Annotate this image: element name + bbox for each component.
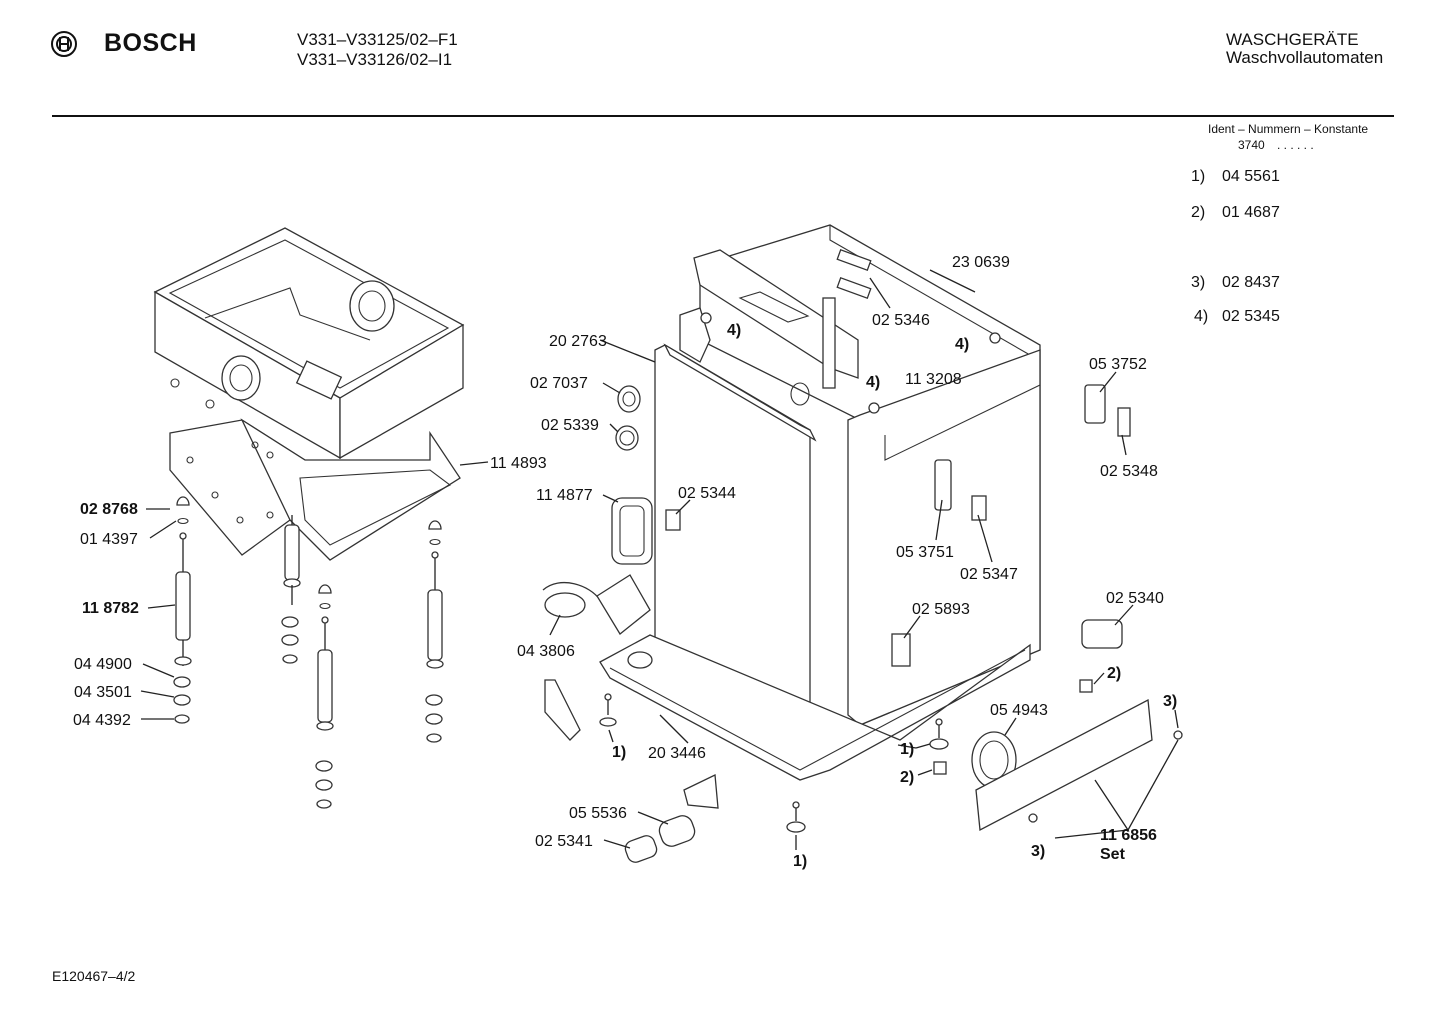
constant-value-2: 01 4687 [1222, 204, 1280, 221]
part-label-028768: 02 8768 [80, 501, 138, 518]
shock-absorber-2-drawing [281, 515, 301, 664]
part-label-025347: 02 5347 [960, 566, 1018, 583]
part-label-025339: 02 5339 [541, 417, 599, 434]
small-parts-drawing [542, 384, 1183, 863]
tub-assembly-drawing [153, 227, 465, 469]
constant-key-2: 2) [1191, 204, 1206, 221]
part-label-ref2-b: 2) [900, 769, 914, 786]
part-label-ref1-b: 1) [900, 741, 914, 758]
part-label-ref1-c: 1) [793, 853, 807, 870]
constant-value-1: 04 5561 [1222, 168, 1280, 185]
part-label-044392: 04 4392 [73, 712, 131, 729]
category-title: WASCHGERÄTE [1226, 30, 1359, 49]
part-label-053752: 05 3752 [1089, 356, 1147, 373]
brand-name: BOSCH [104, 29, 197, 57]
part-label-116856: 11 6856 [1100, 827, 1157, 844]
ident-label: Ident – Nummern – Konstante [1208, 122, 1369, 136]
part-label-114893: 11 4893 [490, 455, 547, 472]
part-label-043806: 04 3806 [517, 643, 575, 660]
part-label-113208: 11 3208 [905, 371, 962, 388]
part-labels: 23 0639 02 5346 20 2763 4) 4) 4) 11 3208… [73, 254, 1177, 870]
part-label-025346: 02 5346 [872, 312, 930, 329]
shock-absorber-3-drawing [315, 584, 334, 809]
part-label-054943: 05 4943 [990, 702, 1048, 719]
leader-lines [140, 269, 1179, 850]
header-divider [52, 115, 1394, 117]
part-label-114877: 11 4877 [536, 487, 593, 504]
part-label-027037: 02 7037 [530, 375, 588, 392]
bosch-logo-icon [50, 30, 78, 63]
part-label-203446: 20 3446 [648, 745, 706, 762]
ident-dots: . . . . . . [1277, 138, 1314, 152]
part-label-ref2-a: 2) [1107, 665, 1121, 682]
part-label-ref3-b: 3) [1031, 843, 1045, 860]
part-label-014397: 01 4397 [80, 531, 138, 548]
constant-value-3: 02 8437 [1222, 274, 1280, 291]
shock-absorber-4-drawing [425, 520, 444, 743]
shock-absorber-1-drawing [173, 496, 192, 724]
part-label-ref1-a: 1) [612, 744, 626, 761]
part-label-025348: 02 5348 [1100, 463, 1158, 480]
model-number-2: V331–V33126/02–I1 [297, 50, 453, 69]
part-label-ref4-c: 4) [866, 374, 880, 391]
part-label-set: Set [1100, 846, 1126, 863]
part-label-025344: 02 5344 [678, 485, 736, 502]
constant-key-4: 4) [1194, 308, 1209, 325]
constant-value-4: 02 5345 [1222, 308, 1280, 325]
part-label-230639: 23 0639 [952, 254, 1010, 271]
part-label-118782: 11 8782 [82, 600, 139, 617]
ident-number: 3740 [1238, 138, 1265, 152]
part-label-025341: 02 5341 [535, 833, 593, 850]
subcategory-title: Waschvollautomaten [1226, 48, 1384, 67]
part-label-ref4-b: 4) [955, 336, 969, 353]
part-label-025893: 02 5893 [912, 601, 970, 618]
model-number-1: V331–V33125/02–F1 [297, 30, 458, 49]
constant-key-3: 3) [1191, 274, 1206, 291]
part-label-ref3-a: 3) [1163, 693, 1177, 710]
part-label-055536: 05 5536 [569, 805, 627, 822]
drawing-code: E120467–4/2 [52, 968, 136, 984]
part-label-ref4-a: 4) [727, 322, 741, 339]
part-label-044900: 04 4900 [74, 656, 132, 673]
part-label-025340: 02 5340 [1106, 590, 1164, 607]
part-label-202763: 20 2763 [549, 333, 607, 350]
part-label-043501: 04 3501 [74, 684, 132, 701]
constant-key-1: 1) [1191, 168, 1206, 185]
cabinet-frame-drawing [599, 224, 1041, 781]
part-label-053751: 05 3751 [896, 544, 954, 561]
